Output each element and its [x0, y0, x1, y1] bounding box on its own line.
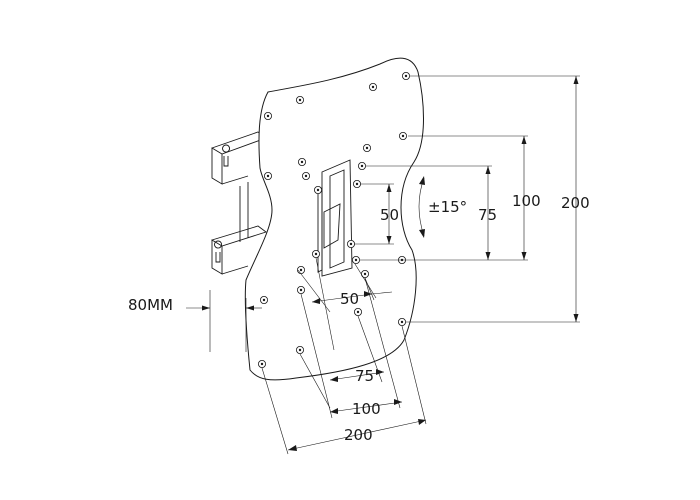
depth-label: 80MM — [128, 296, 173, 314]
tilt-angle-label: ±15° — [428, 198, 467, 216]
vertical-200-label: 200 — [561, 194, 590, 212]
depth-dimension-lines — [186, 290, 262, 352]
wall-bracket — [210, 131, 267, 275]
vesa-plate — [244, 57, 424, 381]
horizontal-50-label: 50 — [340, 290, 359, 308]
horizontal-200-label: 200 — [344, 426, 373, 444]
vertical-dimension-lines — [354, 75, 580, 323]
vertical-75-label: 75 — [478, 206, 497, 224]
horizontal-100-label: 100 — [352, 400, 381, 418]
horizontal-dimension-lines — [261, 257, 427, 455]
vertical-50-label: 50 — [380, 206, 399, 224]
vertical-100-label: 100 — [512, 192, 541, 210]
horizontal-75-label: 75 — [355, 367, 374, 385]
mounting-holes — [257, 72, 410, 368]
